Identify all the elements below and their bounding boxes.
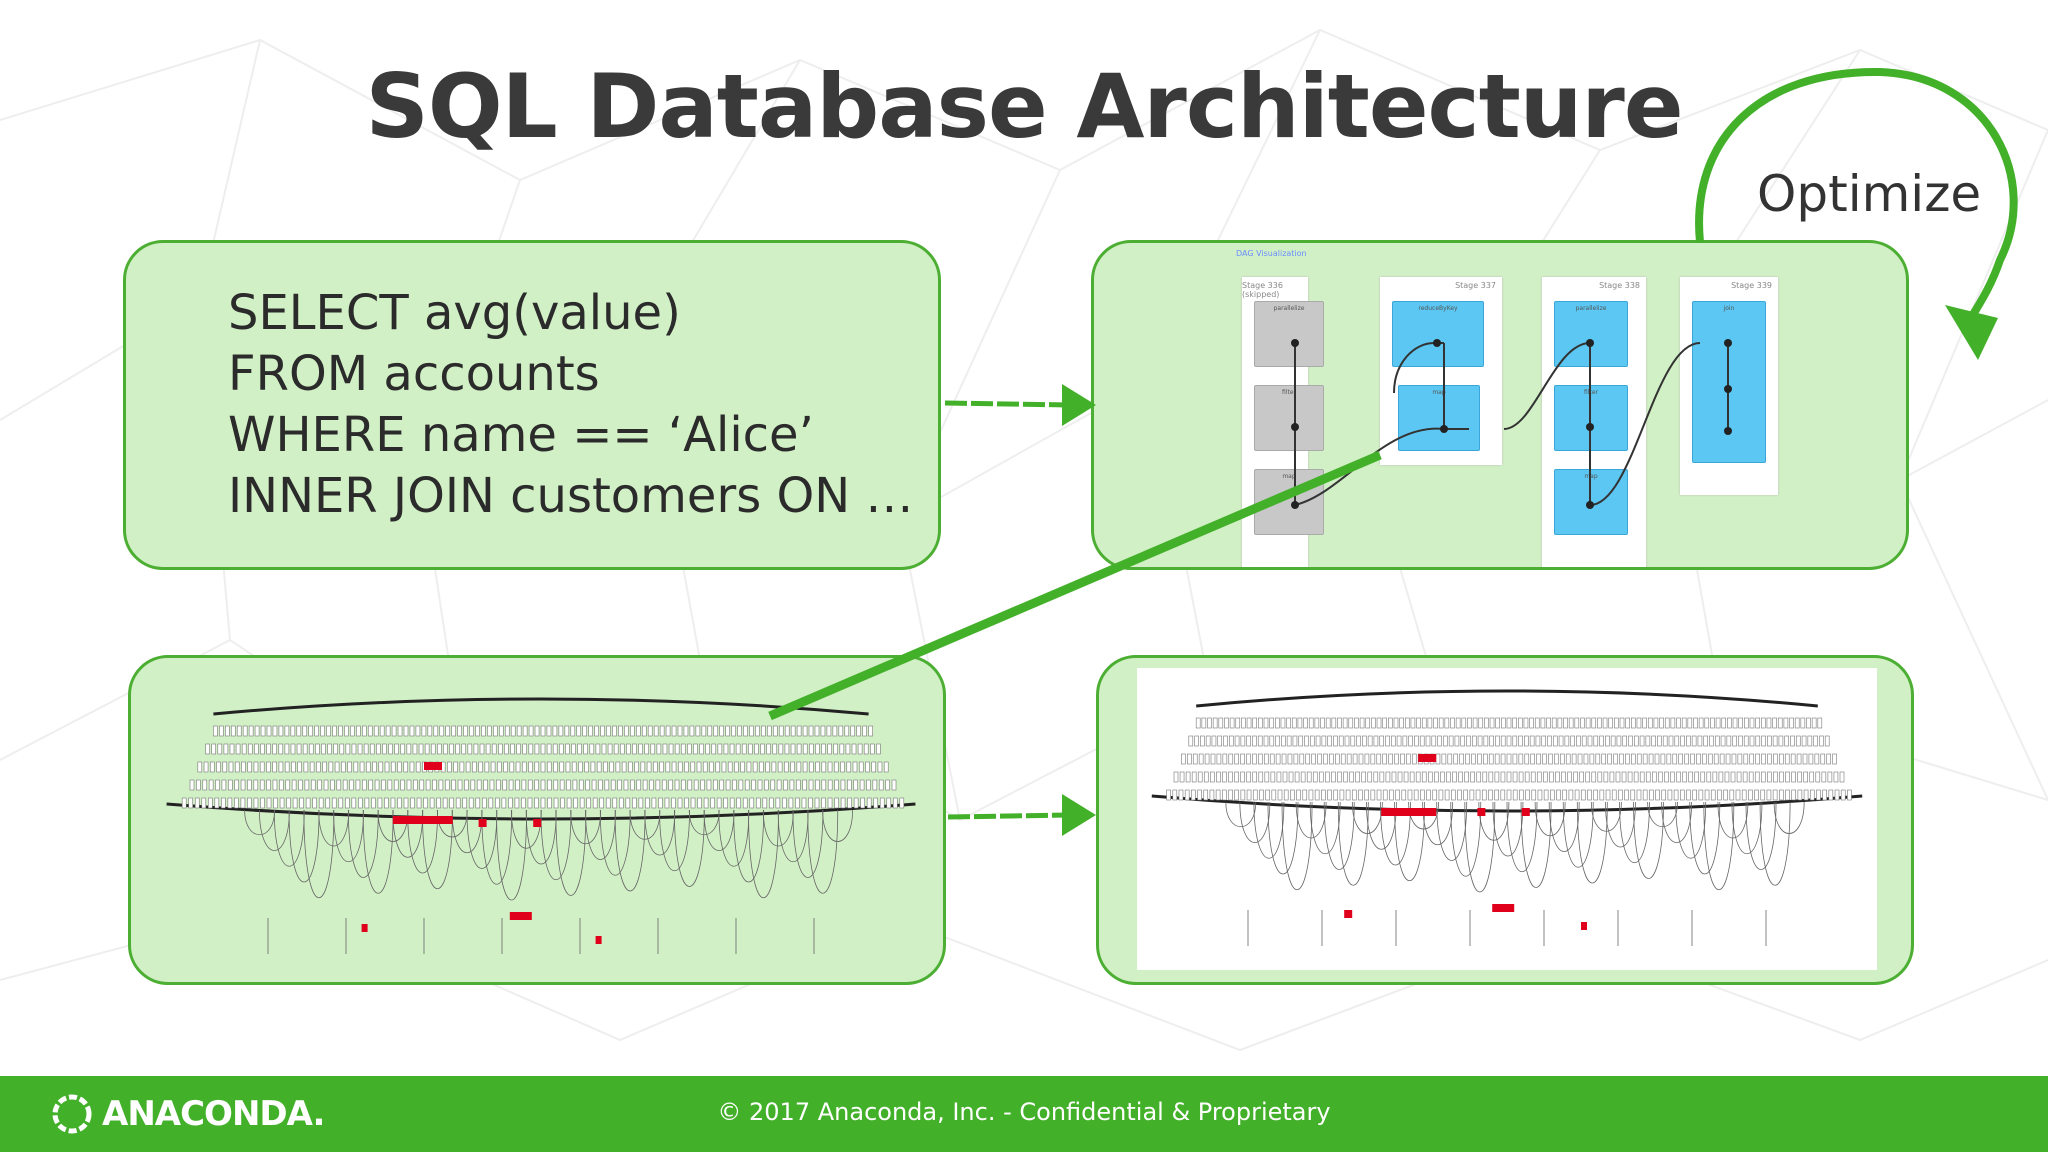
task-graph (166, 697, 916, 954)
optimized-task-graph-panel (1096, 655, 1914, 985)
sql-line: SELECT avg(value) (228, 285, 681, 341)
op-label: parallelize (1273, 305, 1305, 312)
stage-title: Stage 338 (1599, 281, 1640, 290)
sql-query-text: SELECT avg(value) FROM accounts WHERE na… (228, 283, 913, 527)
footer-bar: ANACONDA. © 2017 Anaconda, Inc. - Confid… (0, 1076, 2048, 1152)
dag-edges (1291, 339, 1732, 509)
op-label: map (1432, 389, 1446, 396)
op-label: filter (1282, 389, 1296, 396)
stage-title: Stage 337 (1455, 281, 1496, 290)
dag-operation: reduceByKey (1392, 301, 1484, 367)
copyright-text: © 2017 Anaconda, Inc. - Confidential & P… (717, 1098, 1331, 1126)
sql-line: INNER JOIN customers ON … (228, 468, 914, 524)
sql-line: FROM accounts (228, 346, 600, 402)
sql-line: WHERE name == ‘Alice’ (228, 407, 814, 463)
anaconda-ring-icon (52, 1094, 92, 1134)
dag-operation: filter (1254, 385, 1324, 451)
logo-wordmark: ANACONDA. (102, 1094, 325, 1134)
dag-visualization-link[interactable]: DAG Visualization (1236, 249, 1307, 258)
query-plan-dag-panel: DAG Visualization Stage 336 (skipped) pa… (1091, 240, 1909, 570)
sql-query-panel: SELECT avg(value) FROM accounts WHERE na… (123, 240, 941, 570)
dag-stage: Stage 337 reduceByKey map (1380, 277, 1502, 465)
dag-operation: map (1398, 385, 1480, 451)
slide-title: SQL Database Architecture (365, 55, 1683, 158)
task-graph-panel (128, 655, 946, 985)
anaconda-logo[interactable]: ANACONDA. (50, 1090, 325, 1138)
op-label: parallelize (1575, 305, 1607, 312)
op-label: reduceByKey (1418, 305, 1458, 312)
optimize-label: Optimize (1757, 165, 1982, 223)
optimized-task-graph (1151, 689, 1863, 946)
dag-operation: parallelize (1254, 301, 1324, 367)
stage-title: Stage 336 (skipped) (1242, 281, 1283, 299)
